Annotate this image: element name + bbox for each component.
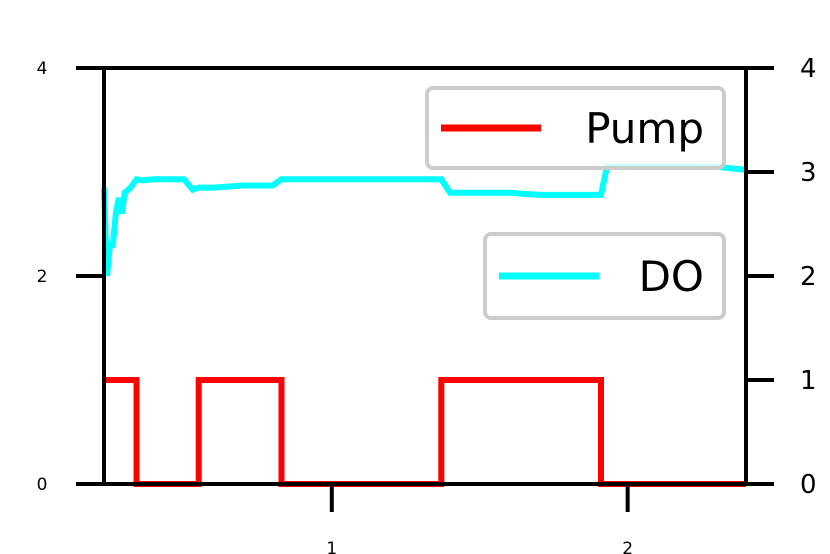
- y-left-tick-label: 0: [37, 475, 48, 495]
- legend-frame: [483, 232, 726, 320]
- y-left-tick-label: 2: [37, 267, 48, 287]
- y-right-tick-label: 3: [800, 158, 817, 188]
- tick-layer: 0 2 4 0 1 2 3 4 1 2: [37, 54, 817, 554]
- x-tick-label: 1: [326, 539, 337, 554]
- y-right-tick-label: 2: [800, 262, 817, 292]
- legend-label: DO: [639, 252, 704, 301]
- series-line-pump: [104, 377, 746, 487]
- legend-frame: [425, 86, 726, 170]
- series-line-do: [101, 163, 747, 277]
- legend-do: DO: [483, 232, 726, 320]
- x-tick-label: 2: [622, 539, 633, 554]
- y-right-tick-label: 0: [800, 470, 817, 500]
- y-left-tick-label: 4: [37, 59, 48, 79]
- series-layer: [101, 163, 747, 487]
- legend-pump: Pump: [425, 86, 726, 170]
- y-right-tick-label: 4: [800, 54, 817, 84]
- y-right-tick-label: 1: [800, 366, 817, 396]
- legend-label: Pump: [585, 104, 704, 153]
